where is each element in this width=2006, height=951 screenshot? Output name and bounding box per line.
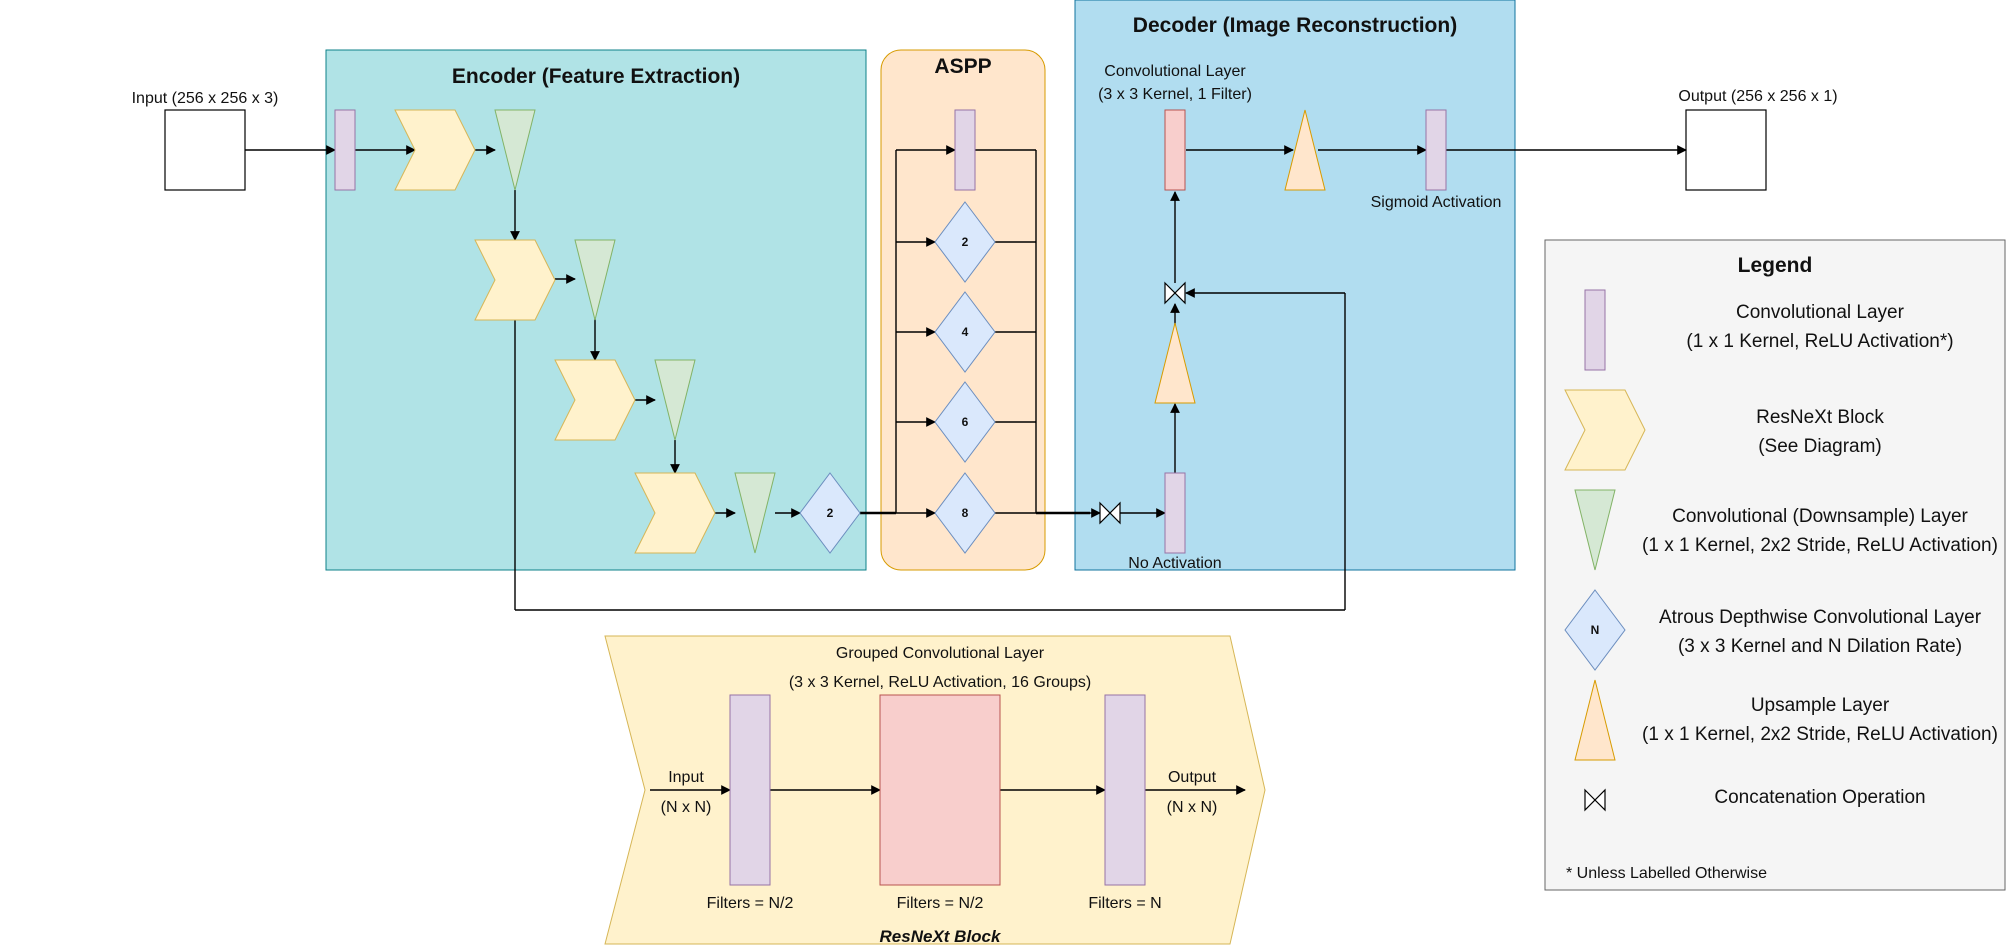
resnext-output-label: Output [1168,769,1217,786]
conv-3x3-layer [1164,109,1186,191]
downsample-layer [574,239,616,321]
resnext-icon [1564,389,1646,471]
conv-1x1-layer [1425,109,1447,191]
legend-item-label: (1 x 1 Kernel, ReLU Activation*) [1686,331,1953,352]
upsample-icon [1574,679,1616,761]
atrous-rate: 4 [962,325,969,339]
downsample-layer [654,359,696,441]
output-box [1685,109,1767,191]
legend-item-label: Convolutional Layer [1736,302,1905,323]
resnext-block [634,472,716,554]
conv-1x1-layer [334,109,356,191]
atrous-conv-layer [934,472,996,554]
downsample-icon [1574,489,1616,571]
legend-footnote: * Unless Labelled Otherwise [1566,865,1767,882]
atrous-rate: 6 [962,415,969,429]
resnext-block [394,109,476,191]
output-label: Output (256 x 256 x 1) [1678,88,1837,105]
filters-label: Filters = N/2 [897,895,984,912]
legend-item-label: Atrous Depthwise Convolutional Layer [1659,607,1982,628]
legend-item-label: Concatenation Operation [1714,787,1925,808]
conv-1x1-layer [954,109,976,191]
grouped-conv-label: (3 x 3 Kernel, ReLU Activation, 16 Group… [789,674,1091,691]
legend-item-label: (3 x 3 Kernel and N Dilation Rate) [1678,636,1962,657]
legend-item-label: (1 x 1 Kernel, 2x2 Stride, ReLU Activati… [1642,724,1998,745]
grouped-conv-layer [879,694,1001,886]
decoder-panel [1074,0,1516,571]
legend-item-label: Upsample Layer [1751,695,1890,716]
atrous-rate: 2 [962,235,969,249]
conv-1x1-layer [1104,694,1146,886]
resnext-output-dims: (N x N) [1167,799,1218,816]
resnext-block [554,359,636,441]
sigmoid-label: Sigmoid Activation [1371,194,1502,211]
connections [245,145,1687,611]
atrous-conv-layer [934,381,996,463]
concat-icon [1099,501,1121,525]
atrous-rate: 2 [827,506,834,520]
resnext-input-label: Input [668,769,704,786]
input-box [164,109,246,191]
atrous-conv-layer [934,201,996,283]
atrous-conv-layer [934,291,996,373]
legend-panel [1544,239,2006,891]
filters-label: Filters = N [1088,895,1161,912]
conv-1x1-layer [1164,472,1186,554]
decoder-title: Decoder (Image Reconstruction) [1133,14,1457,37]
encoder-title: Encoder (Feature Extraction) [452,65,740,88]
upsample-layer [1284,109,1326,191]
conv-1x1-icon [1584,289,1606,371]
resnext-input-dims: (N x N) [661,799,712,816]
input-label: Input (256 x 256 x 3) [132,90,279,107]
downsample-layer [494,109,536,191]
atrous-conv-layer [799,472,861,554]
conv-1x1-layer [729,694,771,886]
resnext-block [474,239,556,321]
legend-title: Legend [1738,254,1813,277]
legend-item-label: (1 x 1 Kernel, 2x2 Stride, ReLU Activati… [1642,535,1998,556]
grouped-conv-label: Grouped Convolutional Layer [836,645,1045,662]
atrous-icon-symbol: N [1591,623,1600,637]
resnext-caption: ResNeXt Block [880,927,1002,946]
atrous-icon [1564,589,1626,671]
aspp-title: ASPP [934,55,991,78]
concat-icon [1164,281,1186,305]
atrous-rate: 8 [962,506,969,520]
legend-item-label: ResNeXt Block [1756,407,1884,428]
downsample-layer [734,472,776,554]
filters-label: Filters = N/2 [707,895,794,912]
legend-item-label: (See Diagram) [1758,436,1882,457]
upsample-layer [1154,322,1196,404]
decoder-conv-label: (3 x 3 Kernel, 1 Filter) [1098,86,1252,103]
concat-icon [1584,788,1606,812]
decoder-conv-label: Convolutional Layer [1104,63,1246,80]
no-activation-label: No Activation [1128,555,1221,572]
legend-item-label: Convolutional (Downsample) Layer [1672,506,1968,527]
